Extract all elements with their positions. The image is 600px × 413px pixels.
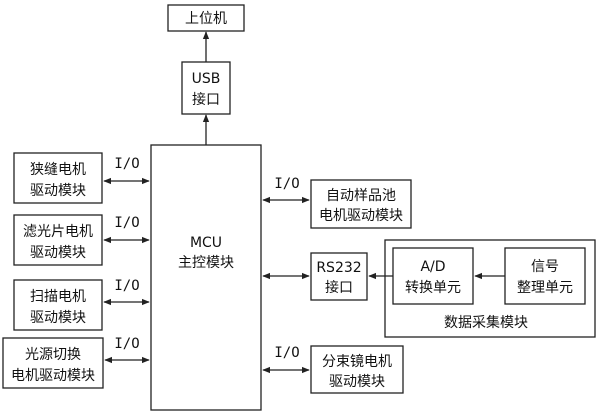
light-source-label-line2: 电机驱动模块	[11, 368, 95, 384]
usb-label-line1: USB	[192, 71, 221, 87]
light-source-io-label: I/O	[114, 336, 139, 352]
scan-motor-label-line1: 扫描电机	[30, 289, 86, 305]
light-source-label-line1: 光源切换	[25, 346, 81, 363]
beam-splitter-label-line2: 驱动模块	[329, 374, 385, 390]
sample-pool-label-line1: 自动样品池	[326, 188, 396, 204]
sample-pool-io-label: I/O	[274, 176, 299, 192]
data-acquisition-label: 数据采集模块	[444, 314, 528, 331]
usb-interface-block: USB 接口	[181, 61, 231, 115]
usb-label-line2: 接口	[192, 91, 220, 108]
ad-converter-block: A/D 转换单元	[392, 247, 474, 305]
ad-label-line1: A/D	[420, 259, 445, 275]
scan-io-label: I/O	[114, 278, 139, 294]
signal-label-line1: 信号	[531, 259, 559, 275]
rs232-label-line2: 接口	[325, 279, 353, 296]
rs232-interface-block: RS232 接口	[310, 252, 368, 301]
beam-splitter-driver-block: 分束镜电机 驱动模块	[310, 345, 404, 394]
mcu-label-line1: MCU	[190, 235, 222, 251]
filter-motor-label-line1: 滤光片电机	[23, 224, 93, 240]
host-computer-block: 上位机	[167, 4, 245, 32]
rs232-label-line1: RS232	[316, 260, 361, 276]
filter-motor-driver-block: 滤光片电机 驱动模块	[13, 214, 103, 266]
scan-motor-label-line2: 驱动模块	[30, 310, 86, 326]
light-source-switch-driver-block: 光源切换 电机驱动模块	[2, 337, 104, 389]
slit-motor-driver-block: 狭缝电机 驱动模块	[13, 152, 103, 204]
signal-conditioning-block: 信号 整理单元	[504, 247, 586, 305]
sample-pool-driver-block: 自动样品池 电机驱动模块	[310, 179, 412, 229]
signal-label-line2: 整理单元	[517, 280, 573, 296]
filter-io-label: I/O	[114, 215, 139, 231]
mcu-label-line2: 主控模块	[178, 255, 234, 271]
slit-motor-label-line1: 狭缝电机	[30, 162, 86, 178]
filter-motor-label-line2: 驱动模块	[30, 245, 86, 261]
ad-label-line2: 转换单元	[405, 279, 461, 296]
slit-motor-label-line2: 驱动模块	[30, 183, 86, 199]
host-computer-label: 上位机	[185, 11, 227, 27]
beam-splitter-io-label: I/O	[274, 345, 299, 361]
scan-motor-driver-block: 扫描电机 驱动模块	[13, 279, 103, 331]
mcu-block: MCU 主控模块	[150, 144, 262, 411]
sample-pool-label-line2: 电机驱动模块	[319, 208, 403, 224]
slit-io-label: I/O	[114, 156, 139, 172]
beam-splitter-label-line1: 分束镜电机	[322, 354, 392, 370]
